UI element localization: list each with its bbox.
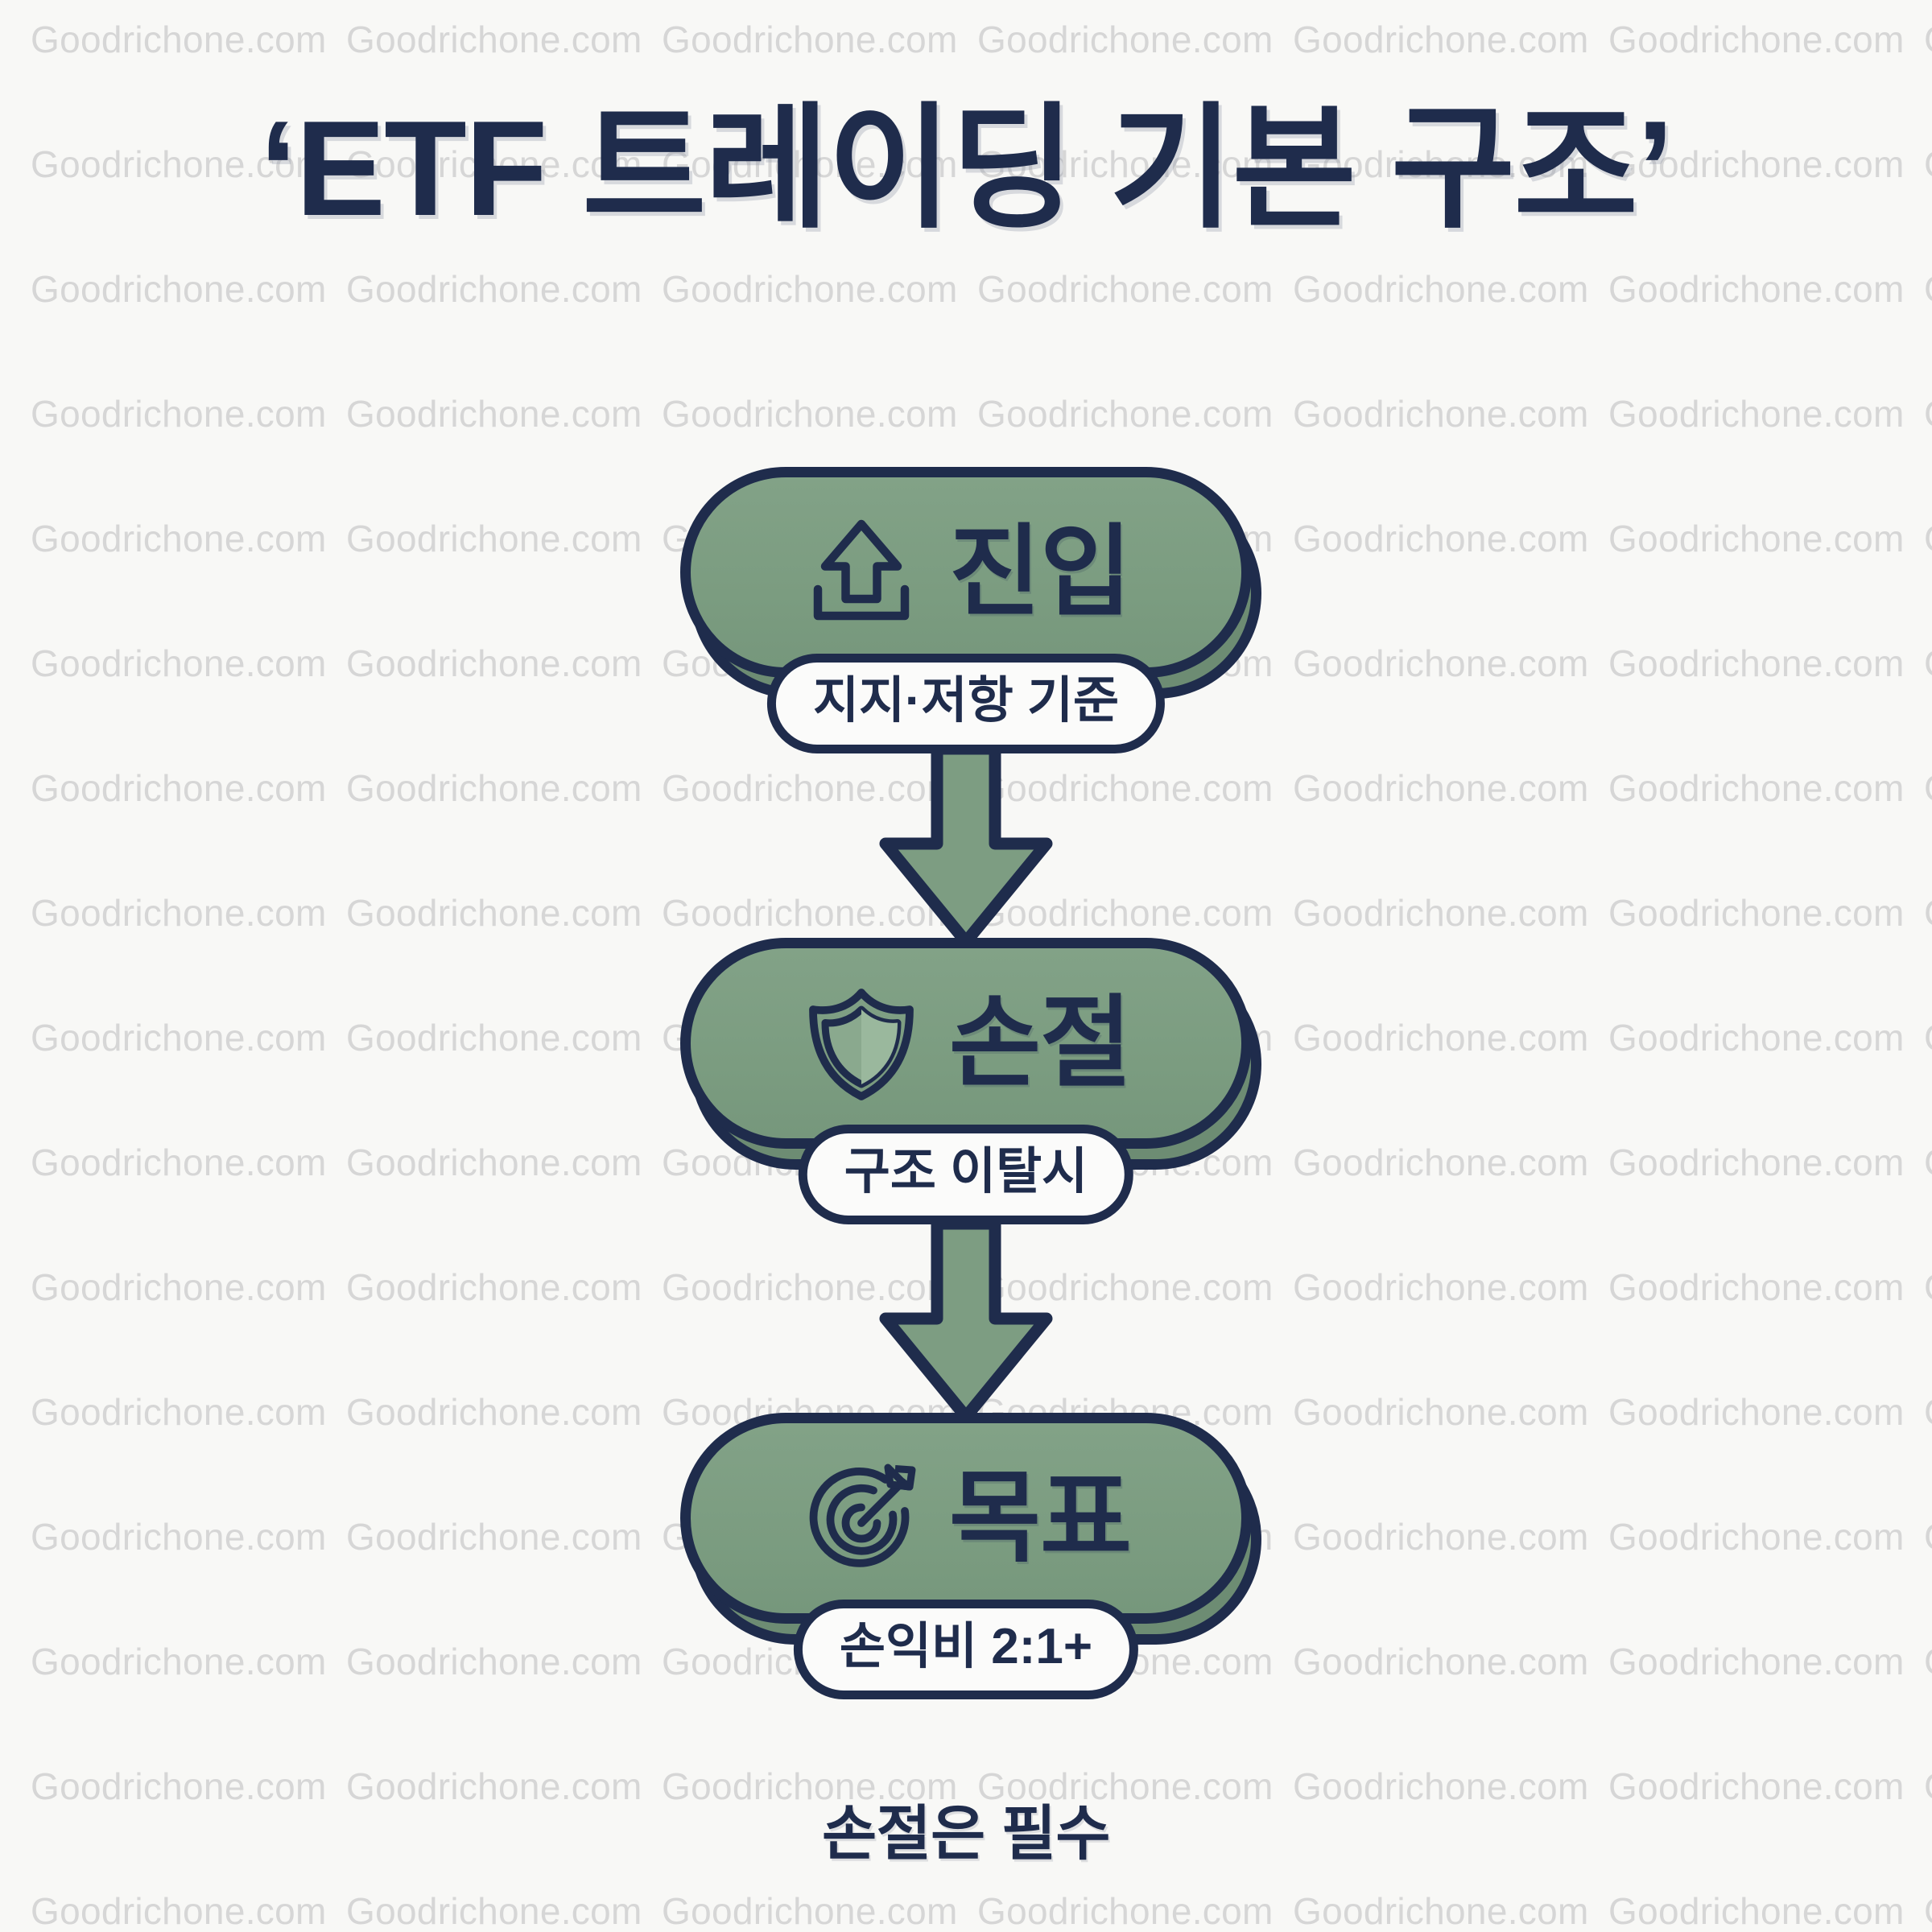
upload-arrow-icon [813,519,910,621]
node-label-target: 목표 [948,1463,1132,1574]
shield-icon [809,989,914,1100]
node-body-stop-loss[interactable]: 손절 [680,938,1252,1149]
target-bullseye-icon [809,1463,916,1567]
node-badge-entry: 지지·저항 기준 [766,654,1166,753]
node-body-entry[interactable]: 진입 [680,467,1252,678]
node-badge-target: 손익비 2:1+ [793,1600,1139,1699]
page-title: ‘ETF 트레이딩 기본 구조’ [259,93,1674,244]
flow-node-stop-loss[interactable]: 손절 구조 이탈시 [680,938,1261,1224]
footer-note: 손절은 필수 [822,1800,1110,1867]
node-label-stop-loss: 손절 [948,988,1132,1099]
node-badge-stop-loss: 구조 이탈시 [798,1125,1134,1224]
connector-entry-to-stop-loss [874,749,1058,950]
node-label-entry: 진입 [948,517,1132,628]
node-body-target[interactable]: 목표 [680,1413,1252,1624]
flow-node-target[interactable]: 목표 손익비 2:1+ [680,1413,1261,1699]
connector-stop-loss-to-target [874,1224,1058,1425]
flow-node-entry[interactable]: 진입 지지·저항 기준 [680,467,1261,753]
